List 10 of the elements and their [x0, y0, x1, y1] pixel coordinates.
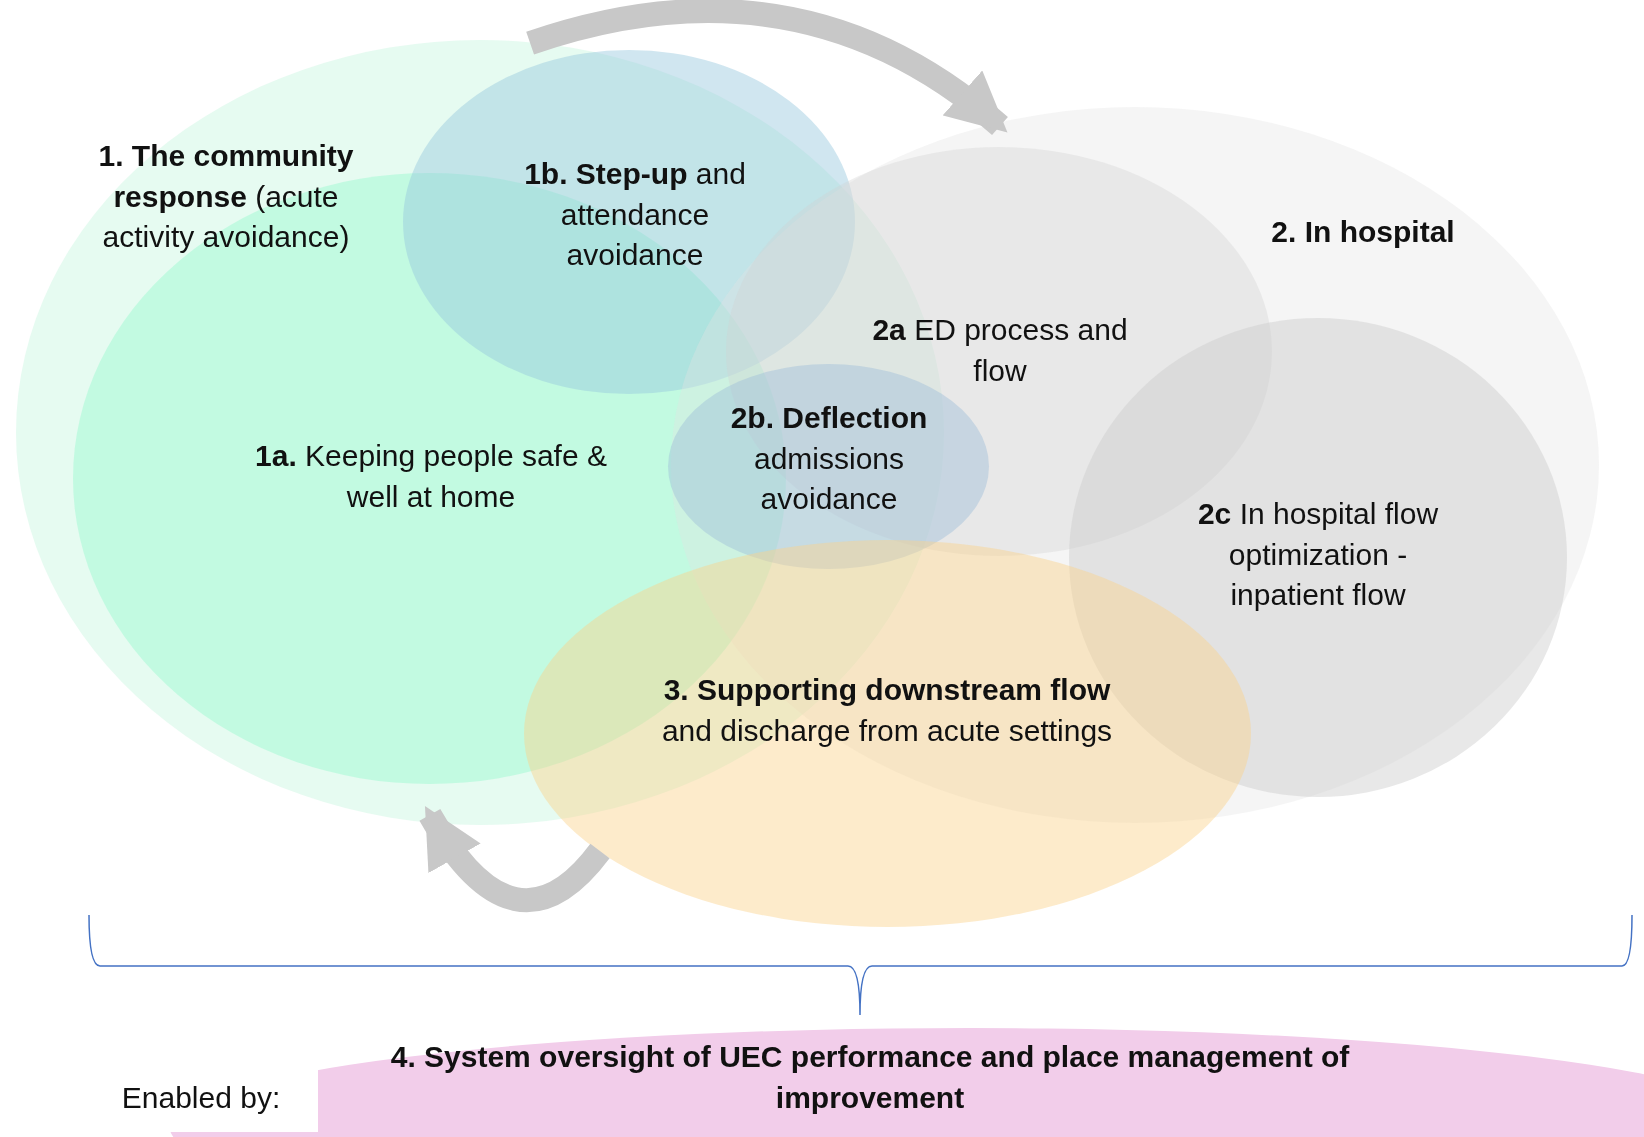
ellipse-label: 2a ED process and flow — [871, 312, 1129, 389]
ellipse-label: 1b. Step-up and attendance avoidance — [523, 156, 747, 273]
ellipse-label: 2c In hospital flow optimization - inpatient flow — [1196, 496, 1440, 613]
ellipse-label: 2. In hospital — [1270, 214, 1456, 250]
ellipse-label: 3. Supporting downstream flow and discharge from acute settings — [660, 672, 1114, 749]
curved-arrow — [526, 0, 1008, 136]
ellipse-label: 2b. Deflection admissions avoidance — [729, 400, 929, 517]
ellipse-label: 1. The community response (acute activity avoidance) — [97, 138, 355, 255]
ellipse-label: 4. System oversight of UEC performance and place management of improvement — [389, 1039, 1351, 1116]
ellipse-label: 1a. Keeping people safe & well at home — [254, 438, 608, 515]
